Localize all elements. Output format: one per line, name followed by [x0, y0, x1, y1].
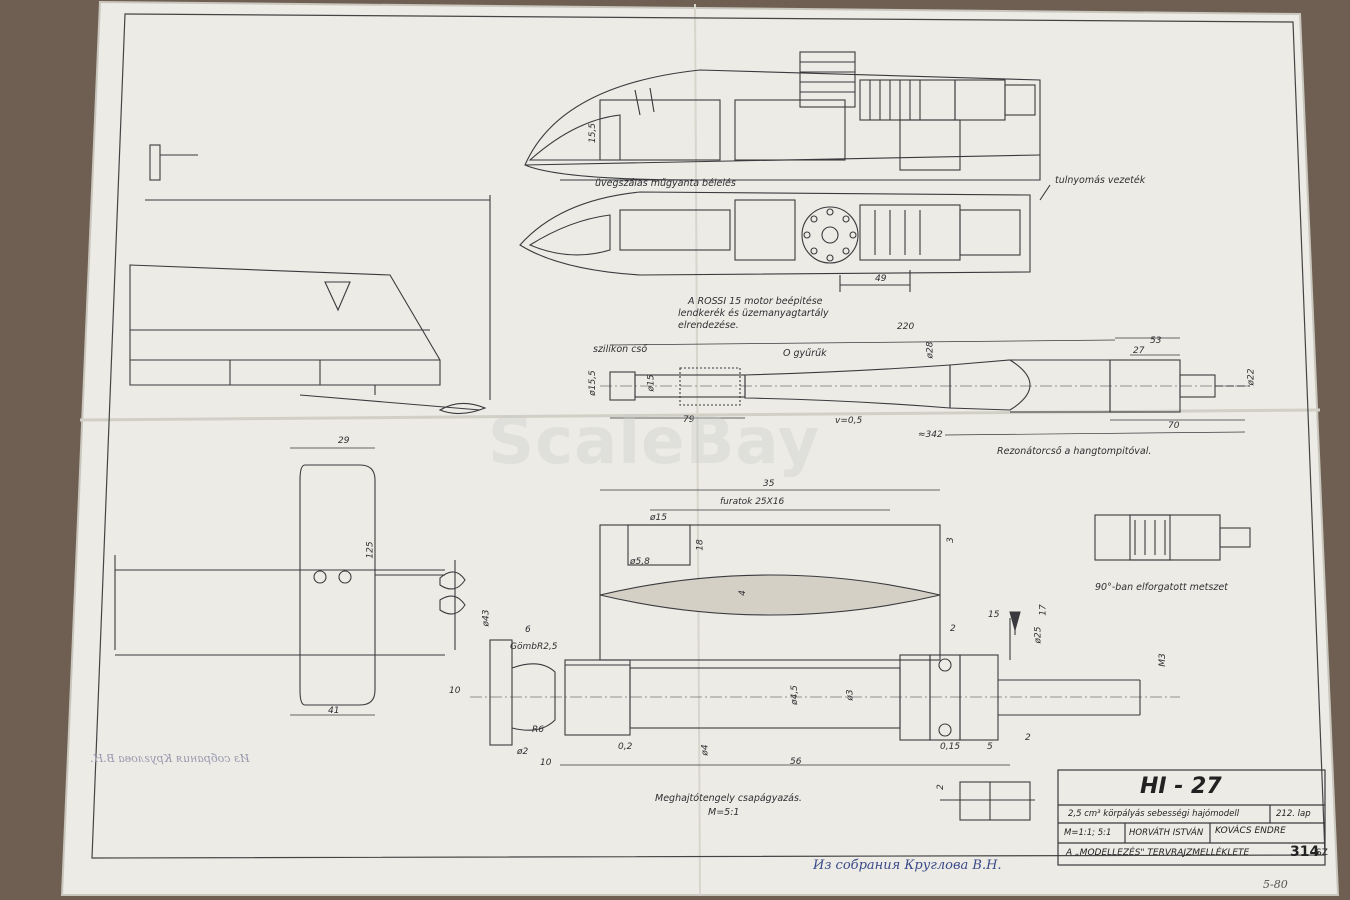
dim-shaft-5: 5: [987, 742, 993, 752]
rotated-section: [1094, 514, 1251, 561]
shaft-assembly: [470, 611, 1180, 766]
dim-49: 49: [875, 274, 887, 284]
dim-342: ≈342: [918, 430, 943, 440]
dim-125: 125: [365, 541, 376, 559]
title-block-description: 2,5 cm³ körpályás sebességi hajómodell: [1068, 809, 1240, 819]
label-ball-radius: GömbR2,5: [510, 642, 558, 652]
dim-5-8: ø5,8: [630, 557, 650, 567]
title-block-scale: M=1:1; 5:1: [1064, 828, 1112, 838]
dim-fin-15: ø15: [650, 513, 667, 523]
title-block-title: HI - 27: [1140, 774, 1222, 799]
hull-side-view: [524, 51, 1041, 181]
label-o-rings: O gyűrűk: [783, 348, 827, 359]
dim-shaft-2c: 2: [935, 784, 946, 790]
title-block-suffix: SZ: [1316, 848, 1328, 858]
dim-0-15: 0,15: [940, 742, 961, 752]
dim-35: 35: [763, 479, 775, 489]
dim-fin-3: 3: [945, 537, 956, 543]
title-block-page: 212. lap: [1276, 809, 1311, 819]
title-block-drawn: HORVÁTH ISTVÁN: [1129, 828, 1204, 838]
dim-shaft-4: ø4: [700, 744, 711, 756]
dim-220: 220: [897, 322, 915, 332]
dim-17: 17: [1038, 604, 1049, 616]
dim-56: 56: [790, 757, 802, 767]
title-block-publisher: A „MODELLEZÉS" TERVRAJZMELLÉKLETE: [1066, 848, 1250, 858]
dim-18: 18: [695, 539, 706, 551]
dim-25: ø25: [1033, 626, 1044, 644]
resonator-tube: [600, 337, 1250, 436]
hull-top-view: [519, 184, 1051, 292]
engine-caption-line2: lendkerék és üzemanyagtartály: [678, 308, 829, 319]
dim-shaft-3: ø3: [845, 689, 856, 701]
handwriting-corner: 5-80: [1263, 878, 1288, 891]
dim-fin-4: 4: [737, 590, 748, 596]
label-overpressure-line: tulnyomás vezeték: [1055, 175, 1146, 186]
label-rotated-section: 90°-ban elforgatott metszet: [1095, 582, 1228, 593]
dim-70: 70: [1168, 421, 1180, 431]
label-fiberglass-lining: üvegszálas műgyanta bélelés: [595, 178, 736, 189]
dim-6: 6: [525, 625, 531, 635]
shaft-caption-line2: M=5:1: [708, 807, 740, 818]
dim-shaft-10: 10: [449, 686, 461, 696]
shaft-caption-line1: Meghajtótengely csapágyazás.: [655, 793, 802, 804]
dim-29: 29: [338, 436, 350, 446]
dim-shaft-15: 15: [988, 610, 1000, 620]
watermark: ScaleBay: [488, 405, 821, 479]
fin-profile: [599, 489, 941, 661]
dim-15: ø15: [646, 374, 657, 392]
engine-caption-line3: elrendezése.: [678, 320, 739, 331]
handwriting-mirrored: Из собрания Круглова В.Н.: [90, 752, 250, 765]
side-elevation: [129, 144, 491, 415]
title-block-checked: KOVÁCS ENDRE: [1215, 826, 1286, 836]
rudder-view: [114, 447, 466, 716]
title-block: [1057, 769, 1326, 866]
dim-15-5: ø15,5: [587, 370, 598, 396]
small-detail: [940, 781, 1035, 821]
dim-43: ø43: [481, 609, 492, 627]
dim-53: 53: [1150, 336, 1162, 346]
dim-27: 27: [1133, 346, 1145, 356]
dim-22: ø22: [1246, 368, 1257, 386]
dim-0-2: 0,2: [618, 742, 633, 752]
dim-shaft-2a: 2: [950, 624, 956, 634]
dim-shaft-2b: 2: [1025, 733, 1031, 743]
dim-shaft-2: ø2: [517, 747, 529, 757]
dim-28: ø28: [925, 341, 936, 359]
dim-m3: M3: [1157, 653, 1168, 667]
label-r6: R6: [532, 725, 544, 735]
label-holes: furatok 25X16: [720, 497, 785, 507]
dim-shaft-10b: 10: [540, 758, 552, 768]
resonator-caption: Rezonátorcső a hangtompitóval.: [997, 446, 1152, 457]
engine-caption-line1: A ROSSI 15 motor beépitése: [688, 296, 823, 307]
paper: [62, 2, 1338, 895]
dim-4-5: ø4,5: [789, 685, 800, 705]
title-block-number: 314: [1290, 844, 1320, 860]
handwriting-collection: Из собрания Круглова В.Н.: [813, 858, 1002, 873]
dim-41: 41: [328, 706, 340, 716]
dim-15-5-top: 15,5: [588, 122, 599, 144]
dim-79: 79: [683, 415, 695, 425]
dim-v: v=0,5: [835, 416, 863, 426]
label-silicone-tube: szilikon cső: [593, 344, 648, 355]
fold-line: [694, 3, 701, 896]
